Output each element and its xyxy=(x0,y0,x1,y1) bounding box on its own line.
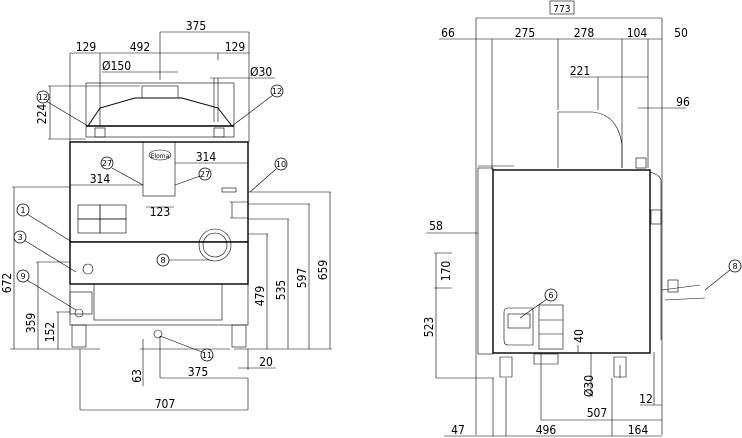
dim-773-box xyxy=(549,0,575,15)
callout-3: 3 xyxy=(13,230,27,244)
dim-278: 278 xyxy=(574,26,595,40)
dim-dia-30: Ø30 xyxy=(250,65,272,79)
callout-10: 10 xyxy=(274,157,288,171)
dim-50: 50 xyxy=(674,26,688,40)
svg-text:1: 1 xyxy=(20,206,25,215)
side-view: 773 66 275 278 104 50 221 96 58 170 523 … xyxy=(422,0,742,437)
dim-170: 170 xyxy=(439,261,453,282)
side-unit-body xyxy=(477,111,706,378)
dim-12: 12 xyxy=(639,392,653,406)
dim-523: 523 xyxy=(422,317,436,338)
side-dimension-lines xyxy=(426,17,686,437)
callout-11: 11 xyxy=(200,348,214,362)
front-dimension-lines xyxy=(10,31,332,411)
dim-129-left: 129 xyxy=(76,40,97,54)
callout-8: 8 xyxy=(156,253,170,267)
front-callouts: 12 12 27 27 10 1 3 8 9 11 xyxy=(13,84,288,362)
unit-body: Eloma xyxy=(69,141,249,348)
dim-707: 707 xyxy=(155,397,176,411)
dim-359: 359 xyxy=(24,313,38,334)
dim-375-top: 375 xyxy=(186,19,207,33)
dim-314-left: 314 xyxy=(90,172,111,186)
dim-597: 597 xyxy=(295,268,309,289)
dim-66: 66 xyxy=(441,26,455,40)
dim-275: 275 xyxy=(515,26,536,40)
dim-47: 47 xyxy=(451,423,465,437)
dim-535: 535 xyxy=(274,280,288,301)
dim-221: 221 xyxy=(570,64,591,78)
side-callouts: 6 8 xyxy=(519,259,742,319)
dim-58: 58 xyxy=(429,219,443,233)
dim-224: 224 xyxy=(35,104,49,125)
callout-27-left: 27 xyxy=(100,156,114,170)
callout-6: 6 xyxy=(544,288,558,302)
callout-12-right: 12 xyxy=(270,84,284,98)
dim-104: 104 xyxy=(627,26,648,40)
callout-27-right: 27 xyxy=(198,167,212,181)
dim-672: 672 xyxy=(0,273,14,294)
logo-badge xyxy=(148,149,172,161)
svg-text:12: 12 xyxy=(38,93,48,102)
dim-479: 479 xyxy=(253,286,267,307)
dim-123: 123 xyxy=(150,205,171,219)
dim-164: 164 xyxy=(628,423,649,437)
svg-text:12: 12 xyxy=(272,87,282,96)
dim-96: 96 xyxy=(676,95,690,109)
dim-375-bottom: 375 xyxy=(188,365,209,379)
dim-129-right: 129 xyxy=(225,40,246,54)
dim-dia-150: Ø150 xyxy=(102,59,131,73)
svg-text:8: 8 xyxy=(732,262,737,271)
svg-text:10: 10 xyxy=(276,160,286,169)
svg-text:27: 27 xyxy=(200,170,210,179)
svg-text:6: 6 xyxy=(548,291,553,300)
svg-text:27: 27 xyxy=(102,159,112,168)
front-view: Eloma 375 129 492 129 Ø150 Ø30 224 314 3… xyxy=(0,19,332,411)
callout-8-side: 8 xyxy=(728,259,742,273)
dim-773: 773 xyxy=(553,4,570,15)
dim-507: 507 xyxy=(587,406,608,420)
dim-152: 152 xyxy=(43,322,57,343)
dim-659: 659 xyxy=(316,260,330,281)
dim-dia-30-side: Ø30 xyxy=(582,375,596,397)
dim-63: 63 xyxy=(130,369,144,383)
callout-1: 1 xyxy=(16,203,30,217)
dim-40: 40 xyxy=(572,329,586,343)
logo-text: Eloma xyxy=(151,153,170,160)
svg-text:9: 9 xyxy=(20,272,25,281)
hood xyxy=(85,78,235,138)
dim-314-right: 314 xyxy=(196,150,217,164)
svg-text:11: 11 xyxy=(202,351,212,360)
dim-496: 496 xyxy=(536,423,557,437)
svg-text:8: 8 xyxy=(160,256,165,265)
dim-20: 20 xyxy=(259,355,273,369)
dim-492: 492 xyxy=(130,40,151,54)
callout-9: 9 xyxy=(16,269,30,283)
callout-12-left: 12 xyxy=(36,90,50,104)
svg-text:3: 3 xyxy=(17,233,22,242)
